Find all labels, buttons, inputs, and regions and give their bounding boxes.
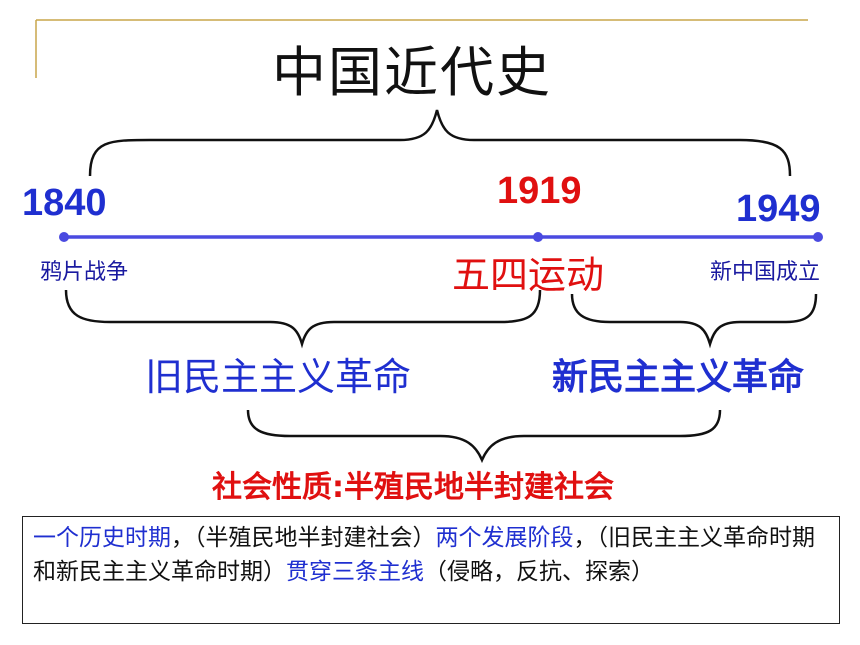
year-1949: 1949 [736,188,821,230]
event-opium-war: 鸦片战争 [40,260,129,285]
timeline-dot-1840 [59,232,69,242]
timeline-dot-1949 [813,232,823,242]
period-new-revolution: 新民主主义革命 [552,357,805,398]
event-prc-founding: 新中国成立 [710,260,821,285]
timeline-dot-1919 [533,232,543,242]
period-old-revolution: 旧民主主义革命 [145,355,412,399]
brace-society [246,409,722,464]
summary-three-lines: 贯穿三条主线 [286,559,424,585]
slide-frame-decoration [35,19,808,78]
summary-one-period: 一个历史时期 [33,525,171,551]
year-1919: 1919 [497,170,582,212]
summary-box: 一个历史时期，（半殖民地半封建社会）两个发展阶段，（旧民主主义革命时期和新民主主… [22,516,840,624]
society-nature: 社会性质:半殖民地半封建社会 [212,470,614,505]
event-may-fourth: 五四运动 [452,253,605,297]
brace-new-revolution [570,293,818,349]
year-1840: 1840 [22,182,107,224]
summary-one-period-detail: ，（半殖民地半封建社会） [171,525,436,551]
summary-two-stages: 两个发展阶段 [435,525,574,551]
summary-three-lines-detail: （侵略，反抗、探索） [424,559,654,585]
summary-two-stages-detail: ，（旧民主主义革命时期和新民主主义革命时期） [33,525,815,585]
brace-whole-era [88,109,792,177]
brace-old-revolution [64,289,542,349]
page-title: 中国近代史 [272,41,552,104]
